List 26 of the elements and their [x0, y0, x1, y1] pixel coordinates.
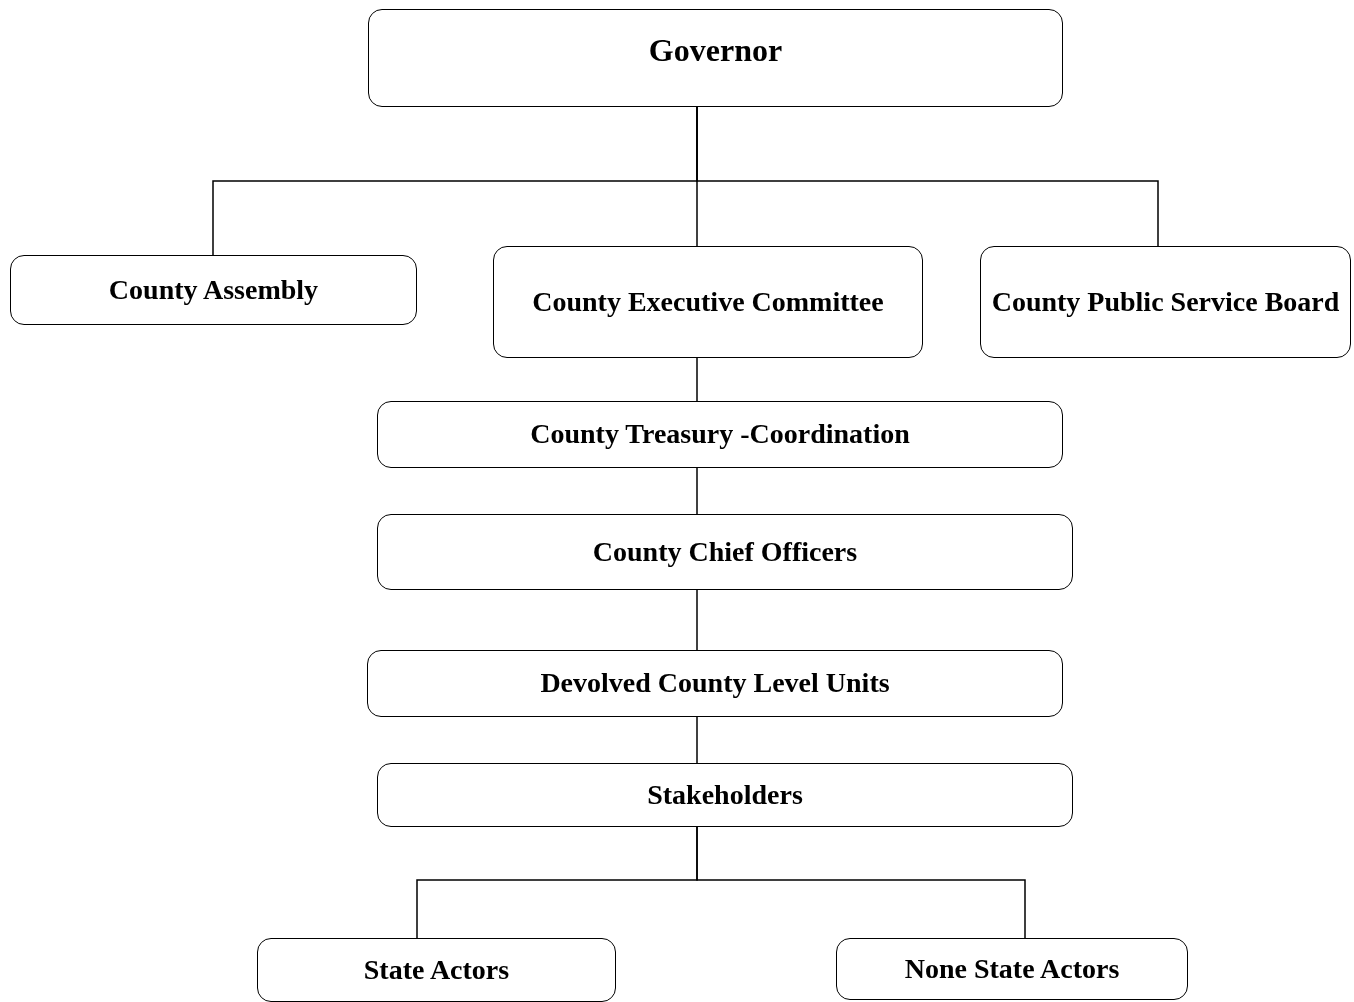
org-box — [377, 514, 1073, 590]
box-label: Devolved County Level Units — [540, 666, 890, 701]
box-label: County Treasury -Coordination — [530, 417, 910, 452]
connector-line — [696, 357, 698, 402]
box-label: County Executive Committee — [532, 284, 884, 319]
org-box — [493, 246, 923, 358]
connector-line — [696, 716, 698, 764]
org-box — [368, 9, 1063, 107]
box-label: None State Actors — [904, 951, 1120, 986]
box-label: State Actors — [363, 952, 510, 987]
box-label: County Chief Officers — [592, 534, 858, 569]
org-box — [367, 650, 1063, 717]
org-box — [257, 938, 616, 1002]
org-box — [377, 763, 1073, 827]
connector-line — [696, 589, 698, 651]
box-label: Governor — [648, 31, 783, 70]
org-box — [836, 938, 1188, 1000]
connector-line — [696, 467, 698, 515]
org-box — [10, 255, 417, 325]
box-label: Stakeholders — [647, 777, 803, 812]
org-box — [377, 401, 1063, 468]
box-label: County Public Service Board — [991, 284, 1340, 319]
box-label: County Assembly — [108, 272, 319, 307]
connector-line — [696, 106, 1159, 247]
org-box — [980, 246, 1351, 358]
connector-line — [696, 826, 1026, 939]
